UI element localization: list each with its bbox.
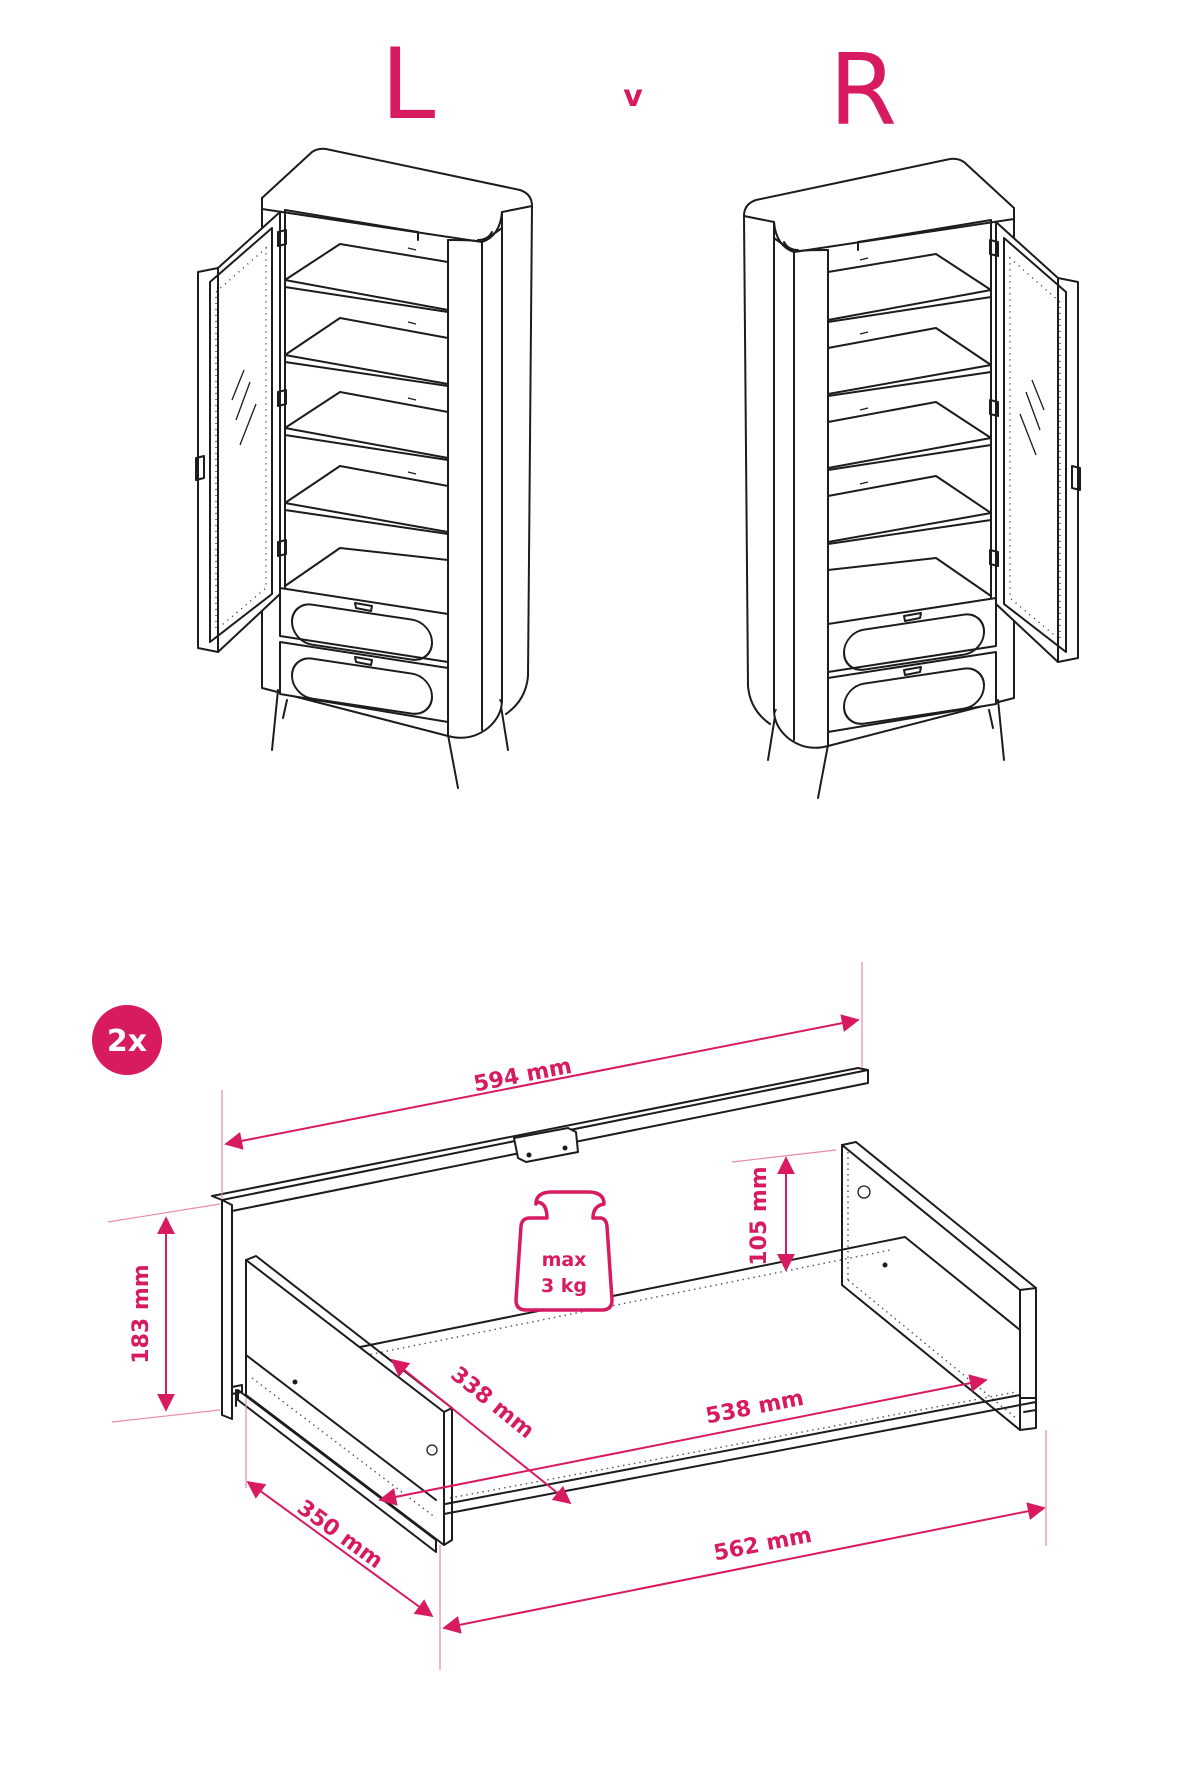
dimension-594: 594 mm	[221, 962, 863, 1198]
quantity-badge: 2x	[92, 1005, 162, 1075]
max-weight-line1: max	[542, 1249, 587, 1271]
max-weight-icon: max 3 kg	[514, 1190, 614, 1312]
left-version-label: L	[381, 28, 436, 142]
version-separator: v	[623, 79, 643, 114]
cabinet-right-illustration	[743, 157, 1081, 800]
max-weight-line2: 3 kg	[541, 1275, 587, 1297]
dimension-183: 183 mm	[107, 1203, 221, 1423]
dimension-538-label: 538 mm	[704, 1386, 806, 1430]
dimension-105-label: 105 mm	[747, 1166, 772, 1265]
quantity-badge-text: 2x	[107, 1024, 147, 1059]
dimension-562: 562 mm	[442, 1430, 1047, 1634]
right-version-label: R	[829, 34, 897, 148]
dimension-594-label: 594 mm	[472, 1054, 574, 1098]
cabinet-left-illustration	[195, 147, 533, 790]
drawer-illustration	[211, 1067, 1037, 1553]
dimension-350-label: 350 mm	[292, 1495, 387, 1574]
dimension-562-label: 562 mm	[712, 1523, 814, 1567]
dimension-105: 105 mm	[731, 1149, 837, 1272]
dimension-183-label: 183 mm	[129, 1264, 154, 1363]
dimension-338-label: 338 mm	[446, 1362, 539, 1444]
